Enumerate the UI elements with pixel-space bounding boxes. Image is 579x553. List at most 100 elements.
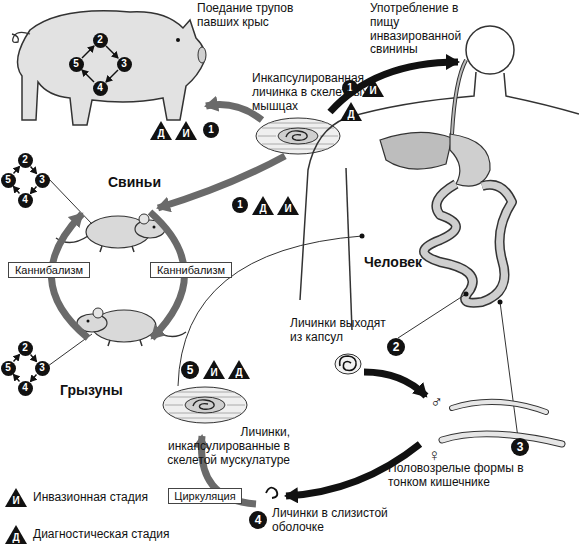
legend-text: Диагностическая стадия (33, 528, 170, 542)
stage-number: 2 (93, 33, 108, 48)
legend-text: Инвазионная стадия (33, 491, 148, 505)
cycle-connector (106, 46, 118, 58)
larva-illustration (335, 354, 361, 374)
triangle-shape (5, 488, 27, 507)
process-box: Циркуляция (168, 488, 242, 504)
stage-label: 2 (97, 35, 103, 45)
stage-label: 5 (5, 363, 11, 373)
leader-line (178, 236, 362, 386)
stage-label: И (203, 367, 225, 378)
box-label: Каннибализм (157, 264, 225, 276)
stage-label: 2 (393, 341, 400, 353)
worm-illustration (442, 402, 562, 444)
cycle-connector (106, 70, 118, 82)
group-title: Грызуны (60, 382, 140, 398)
stage-number: 5 (69, 57, 84, 72)
stage-label: 3 (121, 59, 127, 69)
stage-number: 1 (232, 197, 248, 213)
cycle-connector (14, 186, 20, 193)
cycle-connector (31, 354, 37, 361)
stage-number: 4 (93, 81, 108, 96)
stage-label: Д (340, 109, 362, 120)
stage-number: 5 (1, 361, 16, 376)
stage-label: Д (252, 203, 274, 214)
stage-label: 4 (22, 195, 28, 205)
stage-label: И (175, 128, 197, 139)
stage-label: 3 (39, 363, 45, 373)
annotation-text: Половозрелые формы в тонком кишечнике (388, 462, 528, 490)
stage-label: Д (228, 367, 250, 378)
box-label: Каннибализм (15, 264, 83, 276)
group-title: Свиньи (108, 174, 188, 190)
triangle-shape (277, 196, 299, 215)
muscle-illustration (256, 118, 340, 154)
stage-number: 4 (18, 381, 33, 396)
cycle-connector (82, 70, 94, 82)
larva-illustration (266, 488, 277, 498)
box-label: Циркуляция (174, 490, 235, 502)
stage-label: 5 (5, 175, 11, 185)
leader-line (500, 302, 518, 438)
cycle-connector (31, 374, 37, 381)
triangle-shape (5, 525, 27, 544)
stage-label: И (277, 203, 299, 214)
stage-marker: Д (340, 102, 362, 121)
stage-number: 3 (117, 57, 132, 72)
stage-marker: И (5, 488, 27, 507)
annotation-text: Личинки, инкапсулированные в скелетой му… (130, 426, 290, 467)
stage-marker: Д (228, 360, 250, 379)
stage-label: 4 (22, 383, 28, 393)
cycle-connector (82, 46, 94, 58)
triangle-shape (150, 121, 172, 140)
stage-label: 4 (97, 83, 103, 93)
stage-label: Д (150, 128, 172, 139)
cycle-connector (14, 374, 20, 381)
stage-number: 5 (1, 173, 16, 188)
triangle-shape (203, 360, 225, 379)
process-box: Каннибализм (150, 262, 232, 278)
annotation-text: Употребление в пищу инвазированной свини… (370, 2, 482, 57)
triangle-shape (175, 121, 197, 140)
triangle-shape (228, 360, 250, 379)
stage-marker: И (175, 121, 197, 140)
stage-label: 1 (208, 125, 214, 135)
stage-number: 3 (35, 361, 50, 376)
stage-marker: Д (252, 196, 274, 215)
stage-number: 2 (18, 341, 33, 356)
cycle-connector (31, 166, 37, 173)
leader-line (48, 178, 92, 224)
stage-number: 2 (387, 338, 405, 356)
muscle-illustration (163, 387, 247, 423)
stage-number: 3 (35, 173, 50, 188)
stage-marker: Д (5, 525, 27, 544)
cycle-connector (31, 186, 37, 193)
annotation-text: Личинки выходят из капсул (290, 317, 395, 345)
stage-marker: Д (150, 121, 172, 140)
cycle-arrow (364, 372, 426, 396)
infection-arrow (158, 156, 285, 208)
annotation-text: Личинки в слизистой оболочке (272, 507, 390, 535)
stage-marker: И (203, 360, 225, 379)
stage-number: 1 (203, 122, 219, 138)
cycle-connector (14, 166, 20, 173)
stage-marker: И (277, 196, 299, 215)
pig-illustration (12, 11, 206, 125)
group-title: Человек (364, 254, 454, 270)
stage-number: 3 (511, 438, 529, 456)
process-box: Каннибализм (8, 262, 90, 278)
leader-line (398, 294, 466, 338)
group-title: ♂ (430, 392, 450, 412)
stage-label: 5 (187, 364, 194, 376)
stage-label: 3 (39, 175, 45, 185)
annotation-text: Инкапсулированная личинка в скелетных мы… (252, 72, 374, 113)
stage-number: 4 (249, 511, 267, 529)
stage-label: И (5, 495, 27, 506)
stage-label: 4 (255, 514, 262, 526)
cycle-connector (14, 354, 20, 361)
stage-label: 5 (73, 59, 79, 69)
stage-label: 3 (517, 441, 524, 453)
stage-label: 1 (237, 200, 243, 210)
stage-label: 2 (22, 155, 28, 165)
triangle-shape (340, 102, 362, 121)
